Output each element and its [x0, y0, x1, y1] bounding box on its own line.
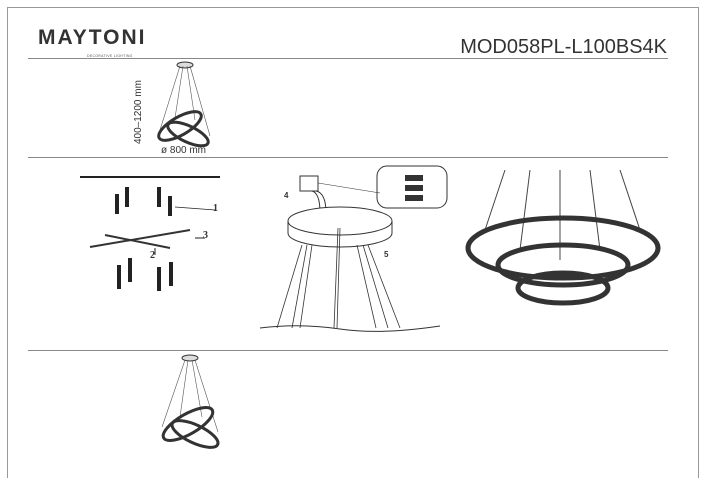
brand-tagline: DECORATIVE LIGHTING — [87, 54, 133, 58]
step-3-label: 3 — [203, 230, 208, 241]
step-5-label: 5 — [384, 250, 389, 259]
brand-logo: MAYTONI — [38, 26, 147, 49]
divider — [28, 58, 668, 59]
model-number: MOD058PL-L100BS4K — [460, 36, 667, 58]
divider — [28, 350, 668, 351]
step-4-label: 4 — [284, 191, 289, 200]
mounting-bracket-drawing — [80, 176, 220, 291]
page-frame — [7, 7, 699, 478]
pendant-lamp-drawing — [161, 354, 220, 449]
canopy-wiring-drawing — [259, 165, 448, 332]
step-2-label: 2 — [150, 250, 155, 261]
rings-closeup-drawing — [465, 170, 661, 306]
diameter-dimension: ø 800 mm — [161, 145, 207, 156]
divider — [28, 157, 668, 158]
pendant-lamp-dimension-drawing — [157, 61, 211, 148]
step-1-label: 1 — [213, 203, 218, 214]
